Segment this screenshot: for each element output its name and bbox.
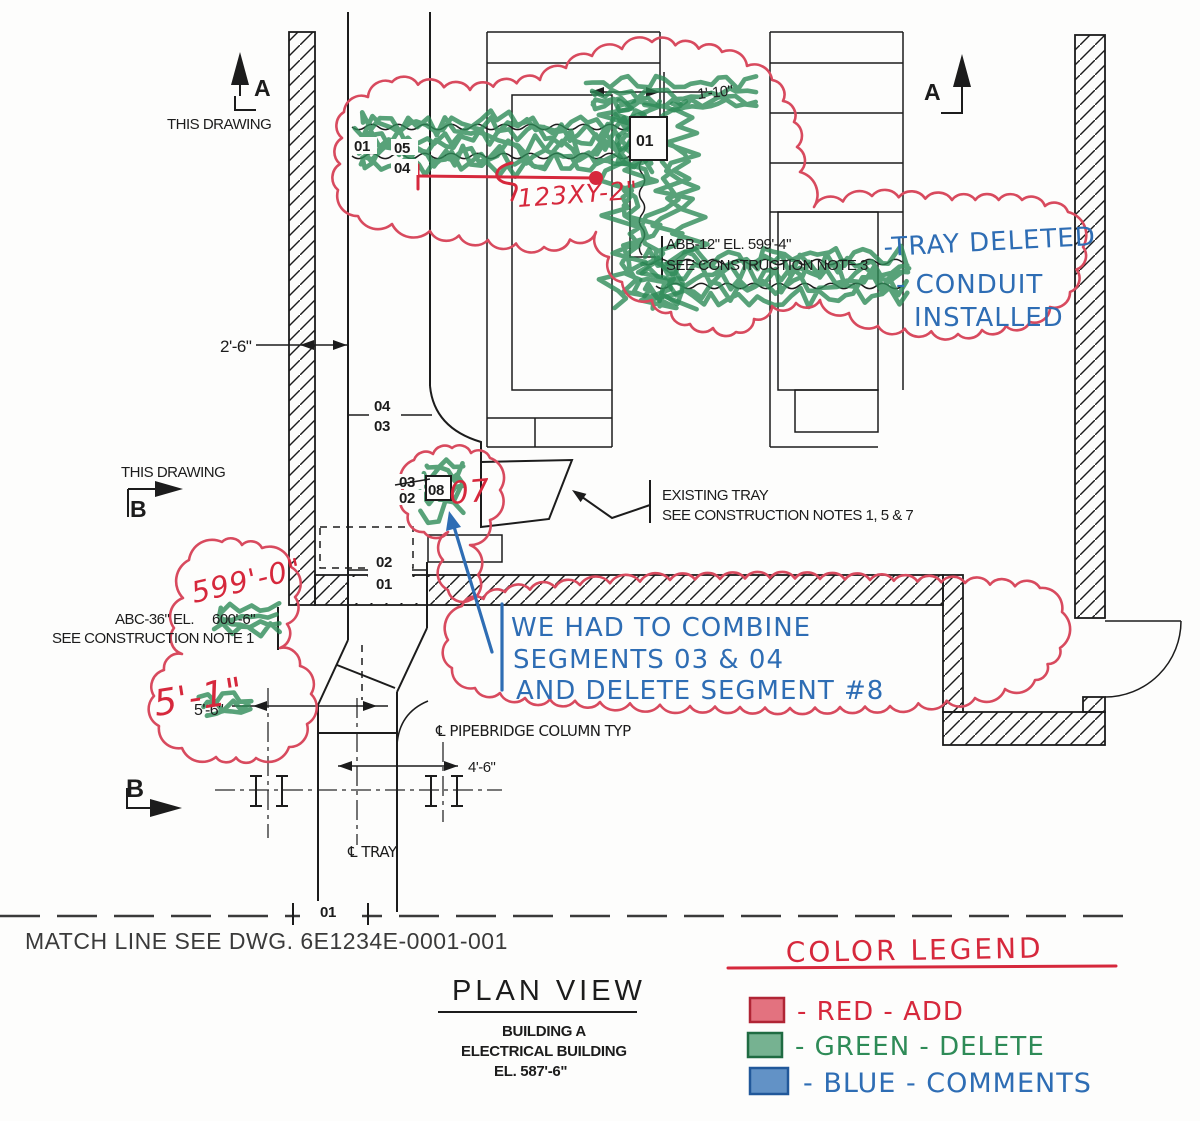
red-cable-tag: 123XY-2" [516,176,639,213]
legend-label-red: - RED - ADD [797,997,964,1027]
green-scribble-tray-vertical [596,98,710,312]
segment-label-08: 08 [428,482,444,499]
legend-swatch-blue [748,1066,790,1096]
this-drawing-mid-label: THIS DRAWING [121,464,225,481]
title-block: PLAN VIEW BUILDING A ELECTRICAL BUILDING… [438,975,646,1080]
section-a-label-right: A [924,79,941,105]
cloud-comment [441,570,1072,716]
note-tray-centerline: ℄ TRAY [347,843,398,861]
dim-column-spacing: 4'-6" [468,759,496,776]
section-a-label-left: A [254,75,271,101]
cloud-elevation [147,537,319,765]
step-wall [942,574,964,713]
blue-note-installed: INSTALLED [914,303,1064,333]
segment-box-top [629,116,668,161]
segment-label-05: 05 [394,140,410,157]
blue-handwriting: -TRAY DELETED - CONDUIT INSTALLED WE HAD… [511,222,1097,706]
legend-title: COLOR LEGEND [786,932,1044,969]
segment-box-top-label: 01 [636,133,654,150]
green-scribble-dim [583,73,759,114]
dim-tray-stub: 1'-10" [697,82,734,103]
segment-label-02-wall: 02 [376,554,392,571]
red-conduit-line [416,174,598,180]
segment-label-04-mid: 04 [374,398,391,415]
red-conduit-end-dot [589,171,603,185]
section-arrow-a-top-right [941,54,971,114]
legend-label-blue: - BLUE - COMMENTS [803,1068,1092,1099]
title-sub2: ELECTRICAL BUILDING [461,1043,627,1060]
section-arrow-b-mid [127,481,183,517]
green-deletions [196,73,912,719]
segment-label-01-wall: 01 [376,576,392,593]
title-sub3: EL. 587'-6" [494,1063,567,1080]
segment-label-01-top: 01 [354,138,370,155]
drafting-text: THIS DRAWING A A 01 05 04 1'-10" 01 ABB-… [25,75,941,954]
blue-comment-line2: SEGMENTS 03 & 04 [513,645,784,675]
title-sub1: BUILDING A [502,1023,586,1040]
column-symbol-right [425,775,463,807]
cloud-top [331,36,1088,341]
match-line [0,901,1140,927]
dim-offset-old: 5'-6" [194,702,223,719]
legend-underline [726,964,1118,970]
green-scribble-tray-horizontal [352,108,656,179]
match-line-note: MATCH LINE SEE DWG. 6E1234E-0001-001 [25,928,508,954]
legend-label-green: - GREEN - DELETE [795,1032,1045,1062]
left-wall [288,31,316,606]
green-scribble-dim-old [196,690,254,719]
segment-label-04-top: 04 [394,160,411,177]
right-wall [1074,34,1106,619]
segment-label-01-bottom: 01 [320,904,336,921]
segment-label-03-mid: 03 [374,418,390,435]
section-arrow-b-bottom [126,788,182,817]
segment-box-08 [425,475,452,501]
blue-note-tray-deleted: -TRAY DELETED [883,222,1097,263]
green-scribble-elevation [211,601,282,639]
blue-arrow-shaft [450,518,494,654]
red-new-dim: 5'-1" [151,670,247,725]
note-existing-tray-line2: SEE CONSTRUCTION NOTES 1, 5 & 7 [662,507,913,524]
section-arrow-a-top-left [231,52,256,111]
section-b-label-bottom: B [126,775,144,803]
label-backgrounds [351,116,668,593]
segment-label-02-row: 02 [399,490,415,507]
color-legend: COLOR LEGEND - RED - ADD - GREEN - DELET… [746,932,1092,1099]
note-abc-elev-deleted: 600'-6" [212,611,255,628]
walls [288,31,1182,746]
view-title: PLAN VIEW [452,975,646,1007]
red-squiggle-symbol [495,161,518,202]
blue-markups [446,511,504,692]
red-markups [416,161,1118,970]
door-swing-arc-icon [1104,620,1182,698]
blue-comment-line1: WE HAD TO COMBINE [511,613,811,643]
this-drawing-top-label: THIS DRAWING [167,116,271,133]
door-jamb-bottom [1082,696,1106,713]
column-symbol-left [250,775,288,807]
note-abb-line2: SEE CONSTRUCTION NOTE 3 [666,257,868,274]
lower-right-wall [942,711,1106,746]
cloud-seg07 [398,444,506,604]
note-pipebridge: ℄ PIPEBRIDGE COLUMN TYP [435,722,631,740]
blue-comment-line3: AND DELETE SEGMENT #8 [516,676,884,706]
note-abb-line1: ABB-12" EL. 599'-4" [666,236,791,253]
note-abc-line2: SEE CONSTRUCTION NOTE 1 [52,630,254,647]
section-markers [126,52,971,817]
green-scribble-tray-right [639,243,912,310]
dim-wall-offset: 2'-6" [220,337,252,356]
note-existing-tray-line1: EXISTING TRAY [662,487,769,504]
revision-clouds [147,36,1088,765]
red-new-segment-07: 07 [448,472,492,511]
blue-note-conduit: - CONDUIT [896,270,1043,300]
section-b-label-mid: B [130,496,147,522]
blue-arrow-head-icon [446,511,461,531]
legend-swatch-red [748,996,786,1024]
legend-swatch-green [746,1031,784,1059]
red-new-elevation: 599'-0" [188,551,305,609]
note-abc-line1: ABC-36" EL. [115,611,194,628]
